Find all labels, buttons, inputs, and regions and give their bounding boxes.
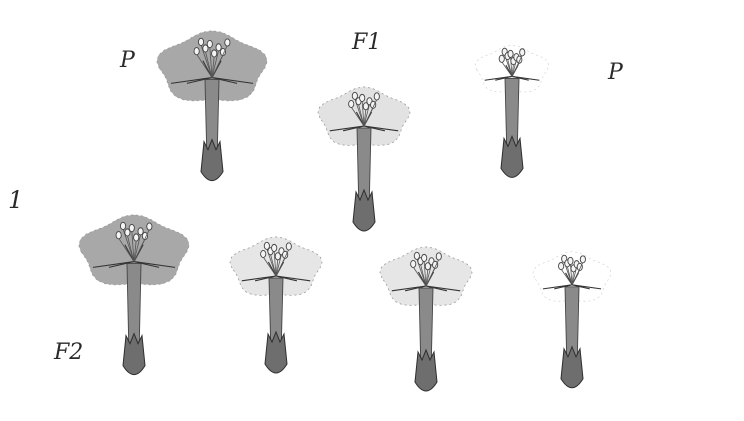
anther <box>559 263 564 270</box>
anther <box>520 49 525 56</box>
anther <box>422 254 427 261</box>
label-f2: F2 <box>54 340 83 365</box>
calyx <box>353 190 375 231</box>
flower-f2-pale <box>380 247 472 391</box>
label-parent-right: P <box>608 60 623 85</box>
anther <box>261 250 266 257</box>
flower-f1-hybrid <box>318 87 410 231</box>
anther <box>374 93 379 100</box>
calyx <box>415 350 437 391</box>
anther <box>134 234 139 241</box>
anther <box>411 260 416 267</box>
label-f1: F1 <box>352 30 381 55</box>
calyx <box>501 136 523 177</box>
anther <box>508 50 513 57</box>
anther <box>436 253 441 260</box>
flower-f2-dark <box>79 215 189 375</box>
anther <box>286 243 291 250</box>
anther <box>349 100 354 107</box>
calyx <box>201 140 223 181</box>
flower-parent-white <box>475 45 549 177</box>
label-parent-left: P <box>120 48 135 73</box>
anther <box>212 50 217 57</box>
anther <box>580 256 585 263</box>
anther <box>194 48 199 55</box>
flower-f2-light <box>230 237 322 373</box>
anther <box>272 244 277 251</box>
anther <box>225 39 230 46</box>
calyx <box>265 332 287 373</box>
anther <box>129 224 134 231</box>
anther <box>198 38 203 45</box>
anther <box>499 55 504 62</box>
anther <box>116 232 121 239</box>
anther <box>147 223 152 230</box>
flower-parent-dark <box>157 31 267 181</box>
anther <box>207 40 212 47</box>
flower-f2-white <box>533 252 611 388</box>
anther <box>568 257 573 264</box>
anther <box>360 94 365 101</box>
figure-number: 1 <box>8 186 23 214</box>
anther <box>120 222 125 229</box>
calyx <box>123 334 145 375</box>
calyx <box>561 347 583 388</box>
